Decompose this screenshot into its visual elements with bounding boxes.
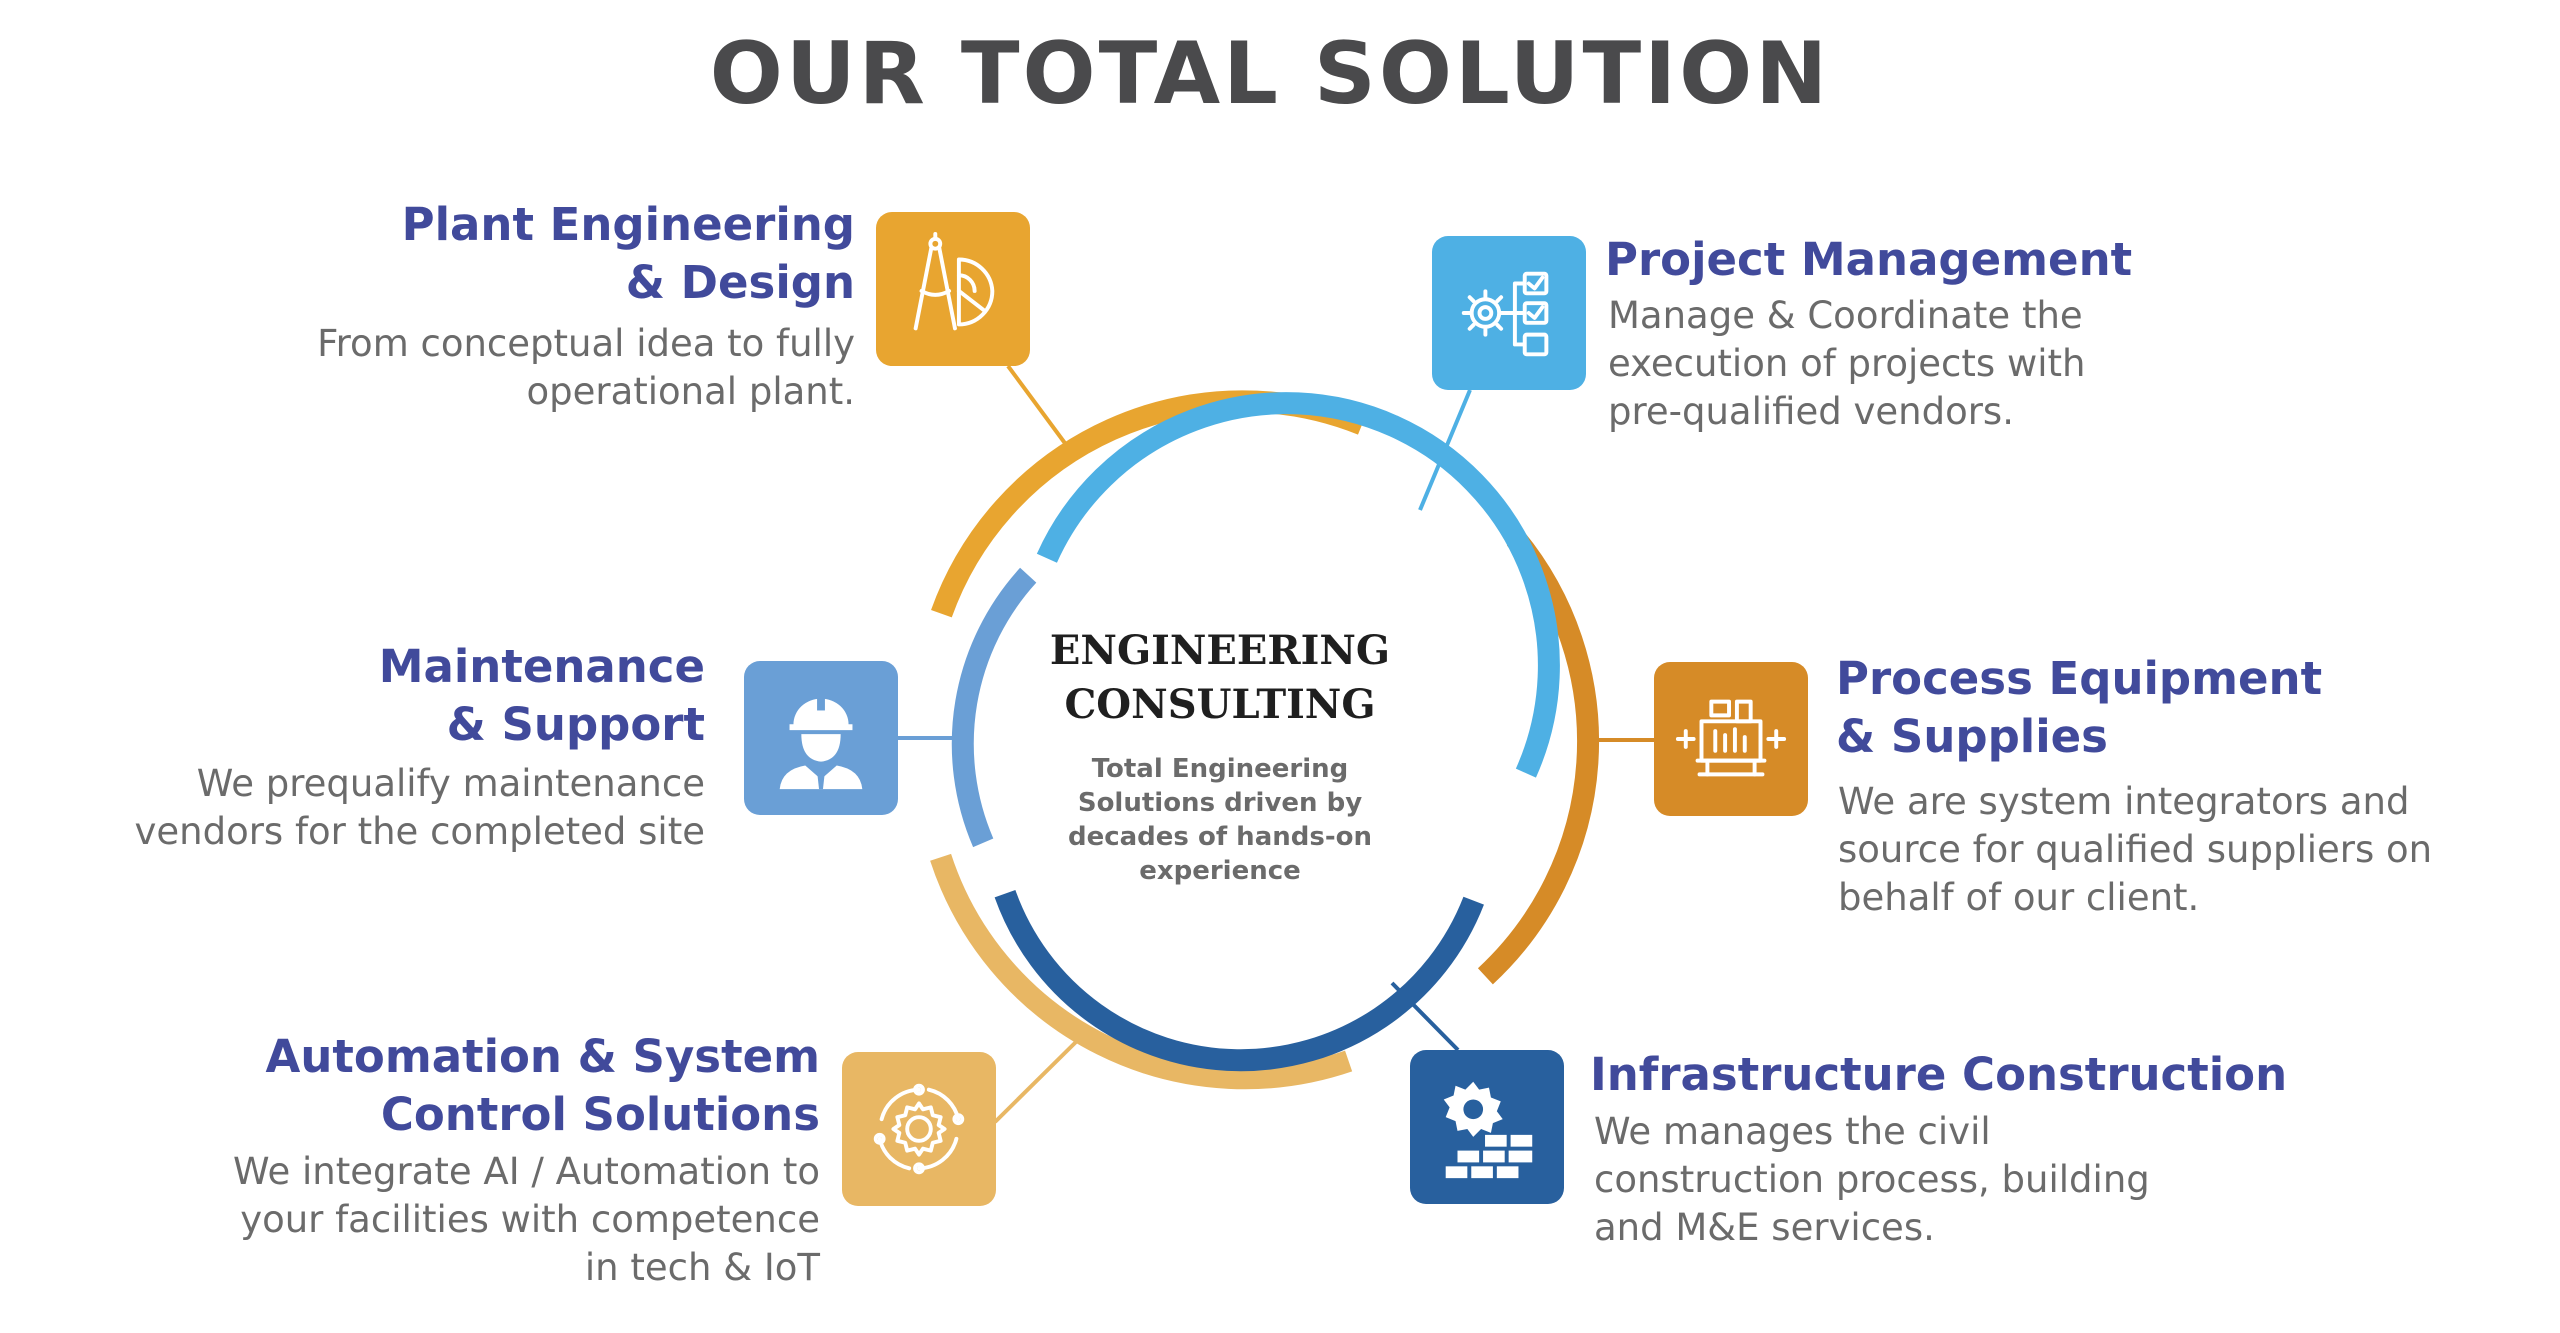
- drafting-compass-protractor-icon: [913, 231, 995, 331]
- plant-engineering-icon-box: [876, 212, 1030, 366]
- automation-icon-box: [842, 1052, 996, 1206]
- connector-plant-engineering: [1006, 364, 1072, 452]
- processing-machine-icon: [1675, 699, 1787, 777]
- maintenance-icon-box: [744, 661, 898, 815]
- inner-ring-project-management: [1036, 392, 1560, 778]
- automation-gear-icon: [873, 1083, 965, 1175]
- automation-description: We integrate AI / Automation to your fac…: [233, 1150, 820, 1289]
- gear-checklist-icon: [1461, 271, 1549, 357]
- plant-engineering-description: From conceptual idea to fully operationa…: [317, 322, 855, 413]
- process-equipment-description: We are system integrators and source for…: [1838, 780, 2433, 919]
- process-equipment-heading: Process Equipment & Supplies: [1836, 652, 2323, 763]
- maintenance-heading: Maintenance & Support: [378, 640, 705, 751]
- outer-arc-automation: [930, 853, 1353, 1090]
- maintenance-description: We prequalify maintenance vendors for th…: [134, 762, 705, 853]
- automation-heading: Automation & System Control Solutions: [265, 1030, 820, 1141]
- process-equipment-icon-box: [1654, 662, 1808, 816]
- project-management-icon-box: [1432, 236, 1586, 390]
- plant-engineering-heading: Plant Engineering & Design: [401, 198, 855, 309]
- inner-ring-infrastructure: [994, 890, 1484, 1072]
- center-title: ENGINEERING CONSULTING: [1049, 627, 1391, 728]
- hard-hat-worker-icon: [779, 696, 863, 790]
- inner-ring-maintenance: [951, 567, 1037, 848]
- outer-arc-process-equipment: [1477, 531, 1600, 985]
- gear-bricks-icon: [1443, 1081, 1533, 1179]
- page-title: OUR TOTAL SOLUTION: [709, 24, 1831, 124]
- infrastructure-heading: Infrastructure Construction: [1590, 1048, 2288, 1101]
- project-management-description: Manage & Coordinate the execution of pro…: [1608, 294, 2086, 433]
- infrastructure-icon-box: [1410, 1050, 1564, 1204]
- center-subtitle: Total Engineering Solutions driven by de…: [1067, 754, 1372, 886]
- project-management-heading: Project Management: [1605, 233, 2133, 286]
- connector-automation: [993, 1033, 1085, 1124]
- infrastructure-description: We manages the civil construction proces…: [1594, 1110, 2150, 1249]
